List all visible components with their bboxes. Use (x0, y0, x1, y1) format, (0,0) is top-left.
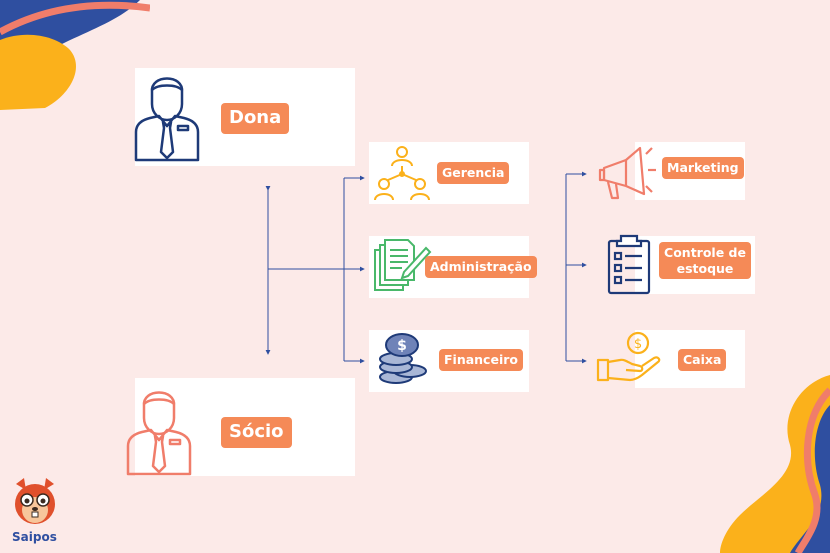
owner-label-socio: Sócio (221, 417, 292, 448)
bottom-right-decoration (720, 375, 830, 553)
person-icon (126, 391, 192, 476)
svg-text:$: $ (634, 337, 642, 352)
squirrel-mascot-icon (15, 478, 55, 524)
coins-stack-icon: $ (379, 333, 427, 384)
subdepartment-label-controle-estoque: Controle de estoque (659, 242, 751, 280)
subdepartment-label-caixa: Caixa (678, 349, 727, 371)
documents-pen-icon (374, 239, 432, 291)
svg-text:$: $ (397, 338, 407, 354)
megaphone-icon (598, 146, 656, 200)
hand-coin-icon: $ (596, 331, 661, 382)
team-hierarchy-icon (374, 146, 430, 201)
clipboard-checklist-icon (607, 234, 651, 295)
subdepartment-label-marketing: Marketing (662, 157, 744, 179)
owner-label-dona: Dona (221, 103, 290, 134)
department-label-administracao: Administração (425, 256, 537, 278)
brand-name: Saipos (12, 530, 57, 544)
department-label-gerencia: Gerencia (437, 162, 510, 184)
person-icon (134, 77, 200, 162)
department-label-financeiro: Financeiro (439, 349, 523, 371)
top-left-decoration (0, 0, 150, 110)
